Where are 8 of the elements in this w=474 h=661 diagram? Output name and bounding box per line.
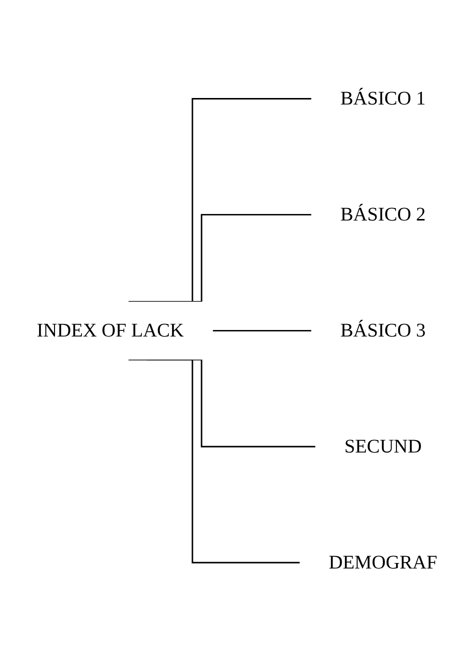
connector (128, 358, 300, 564)
node-text: BÁSICO 1 (340, 88, 426, 110)
connector (128, 98, 312, 302)
node-text: DEMOGRAF (328, 552, 438, 574)
node-text: BÁSICO 2 (340, 204, 426, 226)
node-text: BÁSICO 3 (340, 320, 426, 342)
connector (212, 330, 312, 332)
node-text: SECUND (344, 436, 422, 458)
